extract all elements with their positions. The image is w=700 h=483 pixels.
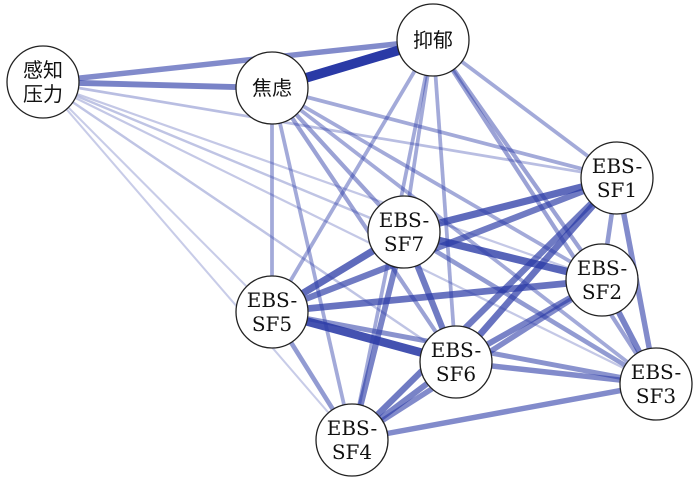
edge-stress-sf4 xyxy=(42,81,353,441)
edge-depress-sf5 xyxy=(270,39,435,313)
nodes-layer: 感知压力焦虑抑郁EBS-SF1EBS-SF7EBS-SF2EBS-SF5EBS-… xyxy=(6,3,693,477)
edge-stress-sf3 xyxy=(42,81,657,385)
node-sf2: EBS-SF2 xyxy=(565,243,639,317)
node-sf5: EBS-SF5 xyxy=(235,275,309,349)
node-circle xyxy=(396,3,470,77)
node-circle xyxy=(367,195,441,269)
edge-sf2-sf5 xyxy=(271,276,603,316)
edge-stress-sf6 xyxy=(42,80,457,364)
node-circle xyxy=(315,403,389,477)
node-label: EBS- xyxy=(592,154,643,178)
edge-stress-sf7 xyxy=(42,80,405,234)
node-circle xyxy=(619,347,693,421)
edge-stress-sf1 xyxy=(42,80,618,180)
node-label: SF3 xyxy=(636,384,676,408)
node-sf4: EBS-SF4 xyxy=(315,403,389,477)
edge-stress-sf5 xyxy=(42,81,273,313)
edges-layer xyxy=(42,35,659,443)
edge-sf7-sf3 xyxy=(402,230,658,386)
edge-stress-sf2 xyxy=(42,80,603,282)
node-label: SF7 xyxy=(384,232,424,256)
node-label: SF6 xyxy=(436,362,476,386)
node-circle xyxy=(580,141,654,215)
node-label: EBS- xyxy=(327,416,378,440)
node-label: EBS- xyxy=(247,288,298,312)
node-circle xyxy=(6,45,80,119)
edge-depress-sf1 xyxy=(431,38,619,180)
node-label: EBS- xyxy=(431,338,482,362)
node-label: SF4 xyxy=(332,440,372,464)
edge-sf3-sf4 xyxy=(351,381,657,443)
node-label: EBS- xyxy=(631,360,682,384)
edge-depress-sf6 xyxy=(431,39,458,363)
edge-depress-sf2 xyxy=(431,38,604,282)
node-label: 感知 xyxy=(23,58,63,82)
node-label: SF2 xyxy=(582,280,622,304)
node-depress: 抑郁 xyxy=(396,3,470,77)
node-sf1: EBS-SF1 xyxy=(580,141,654,215)
node-label: SF5 xyxy=(252,312,292,336)
node-sf3: EBS-SF3 xyxy=(619,347,693,421)
edge-anxiety-sf6 xyxy=(270,86,458,364)
edge-anxiety-sf4 xyxy=(270,87,354,441)
node-sf7: EBS-SF7 xyxy=(367,195,441,269)
edge-stress-depress xyxy=(42,37,434,85)
node-circle xyxy=(235,275,309,349)
node-anxiety: 焦虑 xyxy=(235,51,309,125)
node-label: 焦虑 xyxy=(252,76,292,100)
node-label: EBS- xyxy=(577,256,628,280)
node-sf6: EBS-SF6 xyxy=(419,325,493,399)
edge-stress-anxiety xyxy=(42,79,273,91)
node-label: EBS- xyxy=(379,208,430,232)
edge-sf1-sf4 xyxy=(349,175,620,443)
edge-sf1-sf6 xyxy=(453,175,620,365)
edge-anxiety-sf1 xyxy=(271,86,618,180)
node-label: 压力 xyxy=(23,82,63,106)
node-circle xyxy=(419,325,493,399)
edge-depress-sf3 xyxy=(431,38,658,386)
node-circle xyxy=(235,51,309,125)
node-circle xyxy=(565,243,639,317)
node-label: 抑郁 xyxy=(413,28,453,52)
node-label: SF1 xyxy=(597,178,637,202)
